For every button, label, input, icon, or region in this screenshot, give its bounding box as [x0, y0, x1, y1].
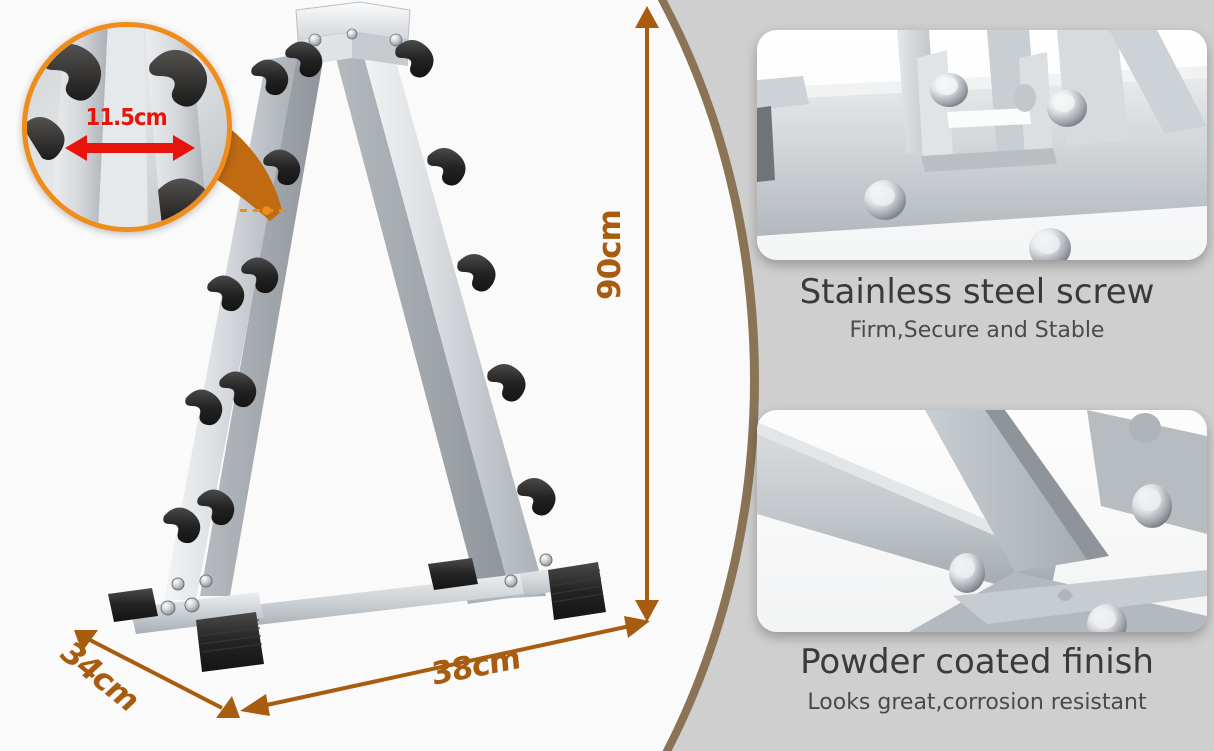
cradle-right-2 — [427, 148, 466, 186]
magnifier-callout: 11.5cm — [22, 22, 232, 232]
magnifier-anchor-dot — [262, 206, 271, 215]
magnifier-measurement-label: 11.5cm — [85, 105, 168, 131]
feature-subtitle-powder-coated-finish: Looks great,corrosion resistant — [807, 690, 1147, 715]
feature-photo-powder-coated-finish — [757, 410, 1207, 632]
feature-subtitle-stainless-steel-screw: Firm,Secure and Stable — [849, 318, 1105, 343]
rail-front-right — [356, 26, 546, 598]
cradle-right-3 — [457, 254, 496, 292]
product-image-dumbbell-rack — [60, 0, 620, 700]
feature-title-powder-coated-finish: Powder coated finish — [800, 642, 1154, 682]
cradle-left-5 — [163, 489, 235, 544]
cradle-right-5 — [517, 478, 556, 516]
apex-hinge-bracket — [295, 1, 411, 66]
dimension-width-arrow — [240, 608, 650, 720]
cradle-left-4 — [185, 371, 257, 426]
cradle-right-1 — [395, 40, 434, 78]
cradle-left-1 — [251, 41, 323, 96]
feature-title-stainless-steel-screw: Stainless steel screw — [799, 272, 1155, 312]
dimension-height-arrow — [630, 6, 664, 622]
magnifier-double-arrow-icon — [65, 135, 195, 161]
magnifier-photo — [27, 27, 227, 227]
cradle-left-3 — [207, 257, 279, 312]
rail-rear-right — [328, 28, 512, 600]
feature-photo-stainless-steel-screw — [757, 30, 1207, 260]
feature-card-stainless-steel-screw — [757, 30, 1207, 260]
rubber-feet — [108, 558, 606, 672]
base-bolts — [160, 553, 553, 616]
cradle-right-4 — [487, 364, 526, 402]
feature-card-powder-coated-finish — [757, 410, 1207, 632]
dimension-depth-arrow — [72, 624, 242, 724]
dimension-height-label: 90cm — [592, 210, 628, 300]
